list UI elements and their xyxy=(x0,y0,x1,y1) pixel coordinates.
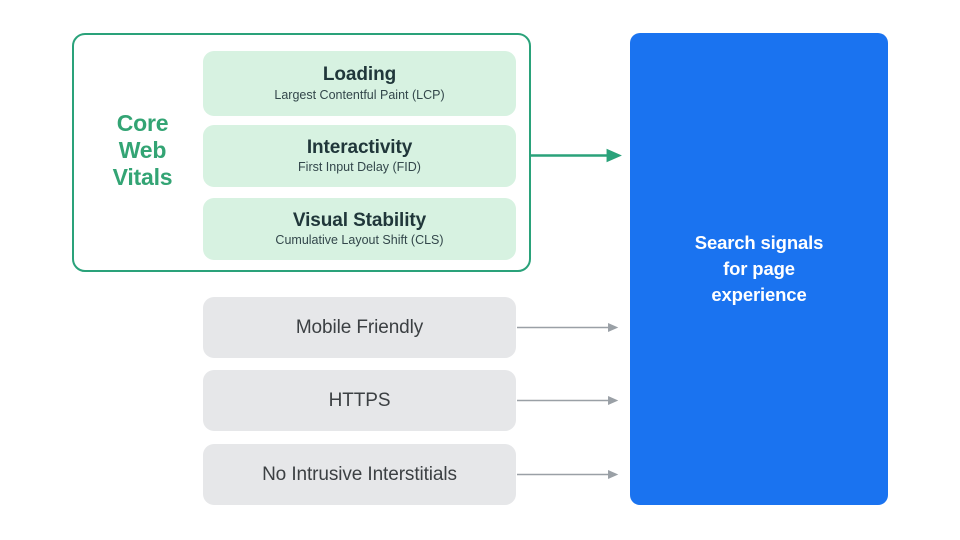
metric-subtitle: Cumulative Layout Shift (CLS) xyxy=(275,233,444,248)
metric-card-visual-stability[interactable]: Visual Stability Cumulative Layout Shift… xyxy=(203,198,516,260)
metric-title: Loading xyxy=(322,64,397,86)
signal-label: No Intrusive Interstitials xyxy=(262,463,457,485)
metric-subtitle: Largest Contentful Paint (LCP) xyxy=(274,87,445,102)
core-web-vitals-container xyxy=(72,33,531,272)
search-signals-panel[interactable]: Search signals for page experience xyxy=(630,33,888,505)
signal-label: Mobile Friendly xyxy=(295,316,424,338)
core-web-vitals-label: Core Web Vitals xyxy=(90,110,195,191)
metric-title: Interactivity xyxy=(306,136,413,158)
signal-card-mobile-friendly[interactable]: Mobile Friendly xyxy=(203,297,516,358)
metric-subtitle: First Input Delay (FID) xyxy=(298,160,421,175)
search-signals-panel-text: Search signals for page experience xyxy=(694,231,824,306)
metric-title: Visual Stability xyxy=(292,209,427,231)
signal-label: HTTPS xyxy=(328,389,391,411)
core-web-vitals-label-line-3: Vitals xyxy=(112,163,173,190)
core-web-vitals-label-line-1: Core xyxy=(116,110,169,136)
signal-card-https[interactable]: HTTPS xyxy=(203,370,516,431)
core-web-vitals-label-line-2: Web xyxy=(118,136,167,163)
metric-card-loading[interactable]: Loading Largest Contentful Paint (LCP) xyxy=(203,51,516,116)
signal-card-no-intrusive-interstitials[interactable]: No Intrusive Interstitials xyxy=(203,444,516,505)
metric-card-interactivity[interactable]: Interactivity First Input Delay (FID) xyxy=(203,125,516,187)
